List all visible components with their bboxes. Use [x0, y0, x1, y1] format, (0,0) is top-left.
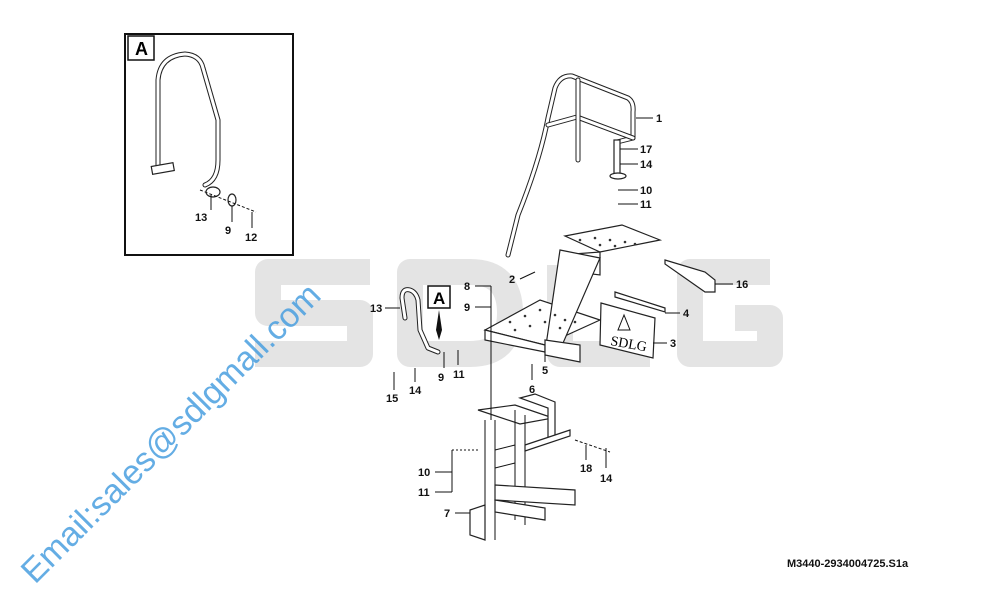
callout-7: 7 — [444, 508, 450, 520]
detail-callout-12: 12 — [245, 232, 257, 244]
detail-marker-box — [427, 285, 451, 309]
step-assembly-part-2 — [483, 224, 663, 363]
callout-14: 14 — [640, 159, 653, 171]
callout-9: 9 — [464, 302, 470, 314]
callout-8: 8 — [464, 281, 470, 293]
callout-18: 18 — [580, 463, 592, 475]
plate-logo: SDLG — [609, 334, 648, 355]
detail-marker-arrow — [436, 310, 442, 340]
callout-13: 13 — [370, 303, 382, 315]
callout-10-b: 10 — [418, 467, 430, 479]
callout-11-b: 11 — [453, 369, 465, 381]
detail-view-a: A 13 9 12 — [124, 33, 294, 256]
detail-label: A — [135, 39, 148, 59]
strip-part-4 — [614, 291, 666, 313]
handrail-part-13 — [399, 287, 441, 355]
callout-15: 15 — [386, 393, 398, 405]
callout-1: 1 — [656, 113, 662, 125]
detail-callout-9: 9 — [225, 225, 231, 237]
callout-5: 5 — [542, 365, 548, 377]
callout-14-b: 14 — [409, 385, 422, 397]
frame-part-7 — [469, 393, 611, 541]
callout-9-b: 9 — [438, 372, 444, 384]
leader-lines — [385, 117, 733, 514]
bracket-part-16 — [664, 259, 716, 293]
callout-3: 3 — [670, 338, 676, 350]
callouts: 1 17 14 10 11 16 4 3 2 8 9 13 9 11 15 14… — [370, 113, 748, 520]
handrail-part-1 — [505, 73, 636, 258]
detail-marker: A — [433, 289, 445, 308]
drawing-code: M3440-2934004725.S1a — [787, 558, 909, 570]
plate-part-3: SDLG — [599, 302, 656, 359]
callout-11-c: 11 — [418, 487, 430, 499]
callout-11: 11 — [640, 199, 652, 211]
callout-2: 2 — [509, 274, 515, 286]
callout-14-c: 14 — [600, 473, 613, 485]
callout-16: 16 — [736, 279, 748, 291]
callout-6: 6 — [529, 384, 535, 396]
email-watermark: Email:sales@sdlgmall.com — [14, 276, 328, 590]
callout-17: 17 — [640, 144, 652, 156]
callout-10: 10 — [640, 185, 652, 197]
callout-4: 4 — [683, 308, 690, 320]
detail-callout-13: 13 — [195, 212, 207, 224]
